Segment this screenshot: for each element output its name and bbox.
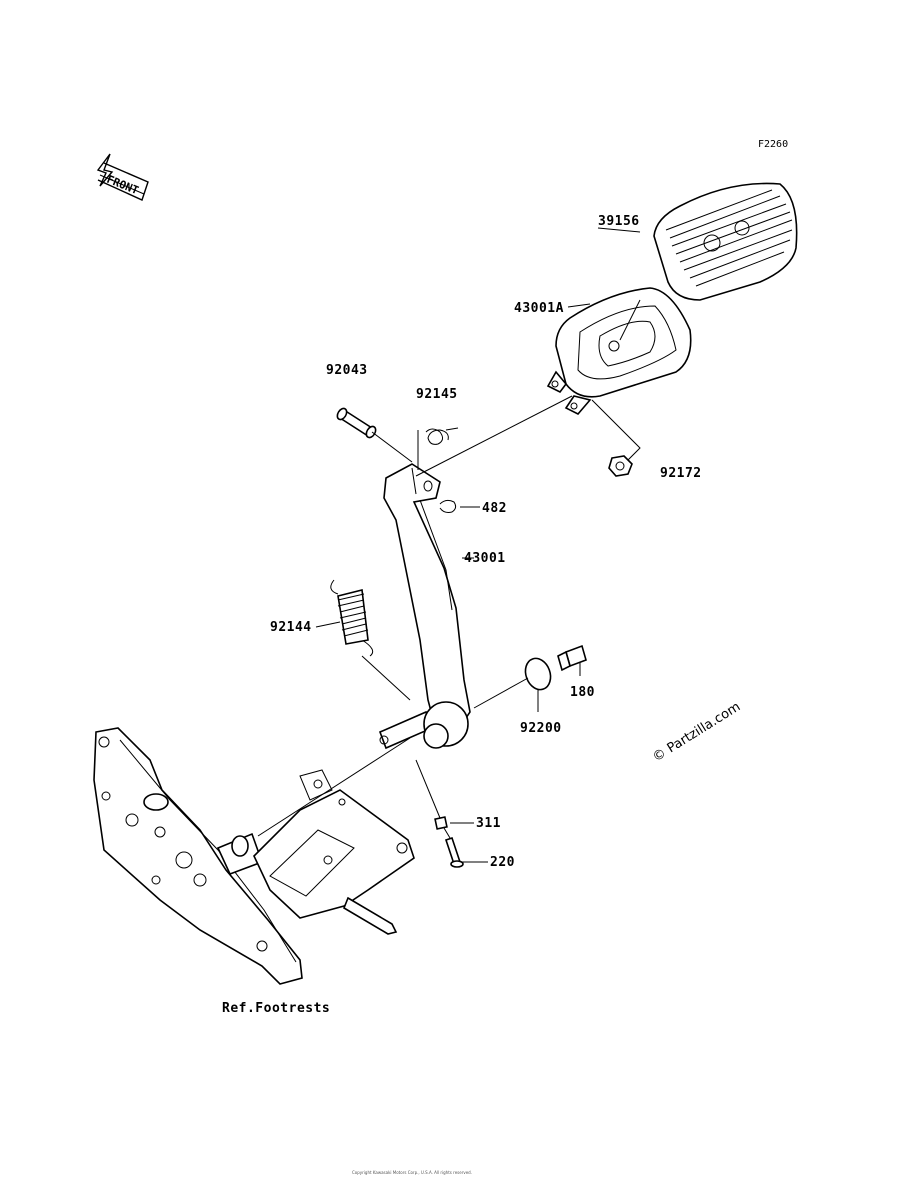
figure-code: F2260 (758, 139, 788, 150)
callout-482: 482 (482, 501, 507, 516)
nut-92172 (608, 455, 633, 477)
callout-92145: 92145 (416, 387, 458, 402)
assembly-lines (257, 299, 641, 839)
brake-pedal-lever (378, 463, 471, 750)
reference-label: Ref.Footrests (222, 1001, 330, 1016)
bolt-180 (557, 644, 587, 672)
callout-43001: 43001 (464, 551, 506, 566)
footrest-bracket (93, 727, 415, 985)
callout-92144: 92144 (270, 620, 312, 635)
callout-92043: 92043 (326, 363, 368, 378)
clip-482 (439, 499, 457, 513)
callout-180: 180 (570, 685, 595, 700)
washer-92200 (524, 657, 552, 691)
callout-leaders (315, 227, 641, 863)
callout-220: 220 (490, 855, 515, 870)
front-direction-arrow-icon: FRONT (96, 153, 149, 201)
pedal-rubber-pad (653, 182, 798, 301)
pin-92043 (336, 407, 377, 439)
callout-311: 311 (476, 816, 501, 831)
return-spring-92144 (330, 579, 374, 657)
watermark: © Partzilla.com (650, 700, 743, 766)
pedal-plate (546, 287, 692, 415)
callout-92200: 92200 (520, 721, 562, 736)
callout-92172: 92172 (660, 466, 702, 481)
callout-39156: 39156 (598, 214, 640, 229)
copyright-footer: Copyright Kawasaki Motors Corp., U.S.A. … (352, 1170, 472, 1175)
callout-43001A: 43001A (514, 301, 564, 316)
spring-92145 (425, 427, 459, 445)
bolt-220 (444, 836, 464, 868)
collar-311 (434, 816, 448, 830)
